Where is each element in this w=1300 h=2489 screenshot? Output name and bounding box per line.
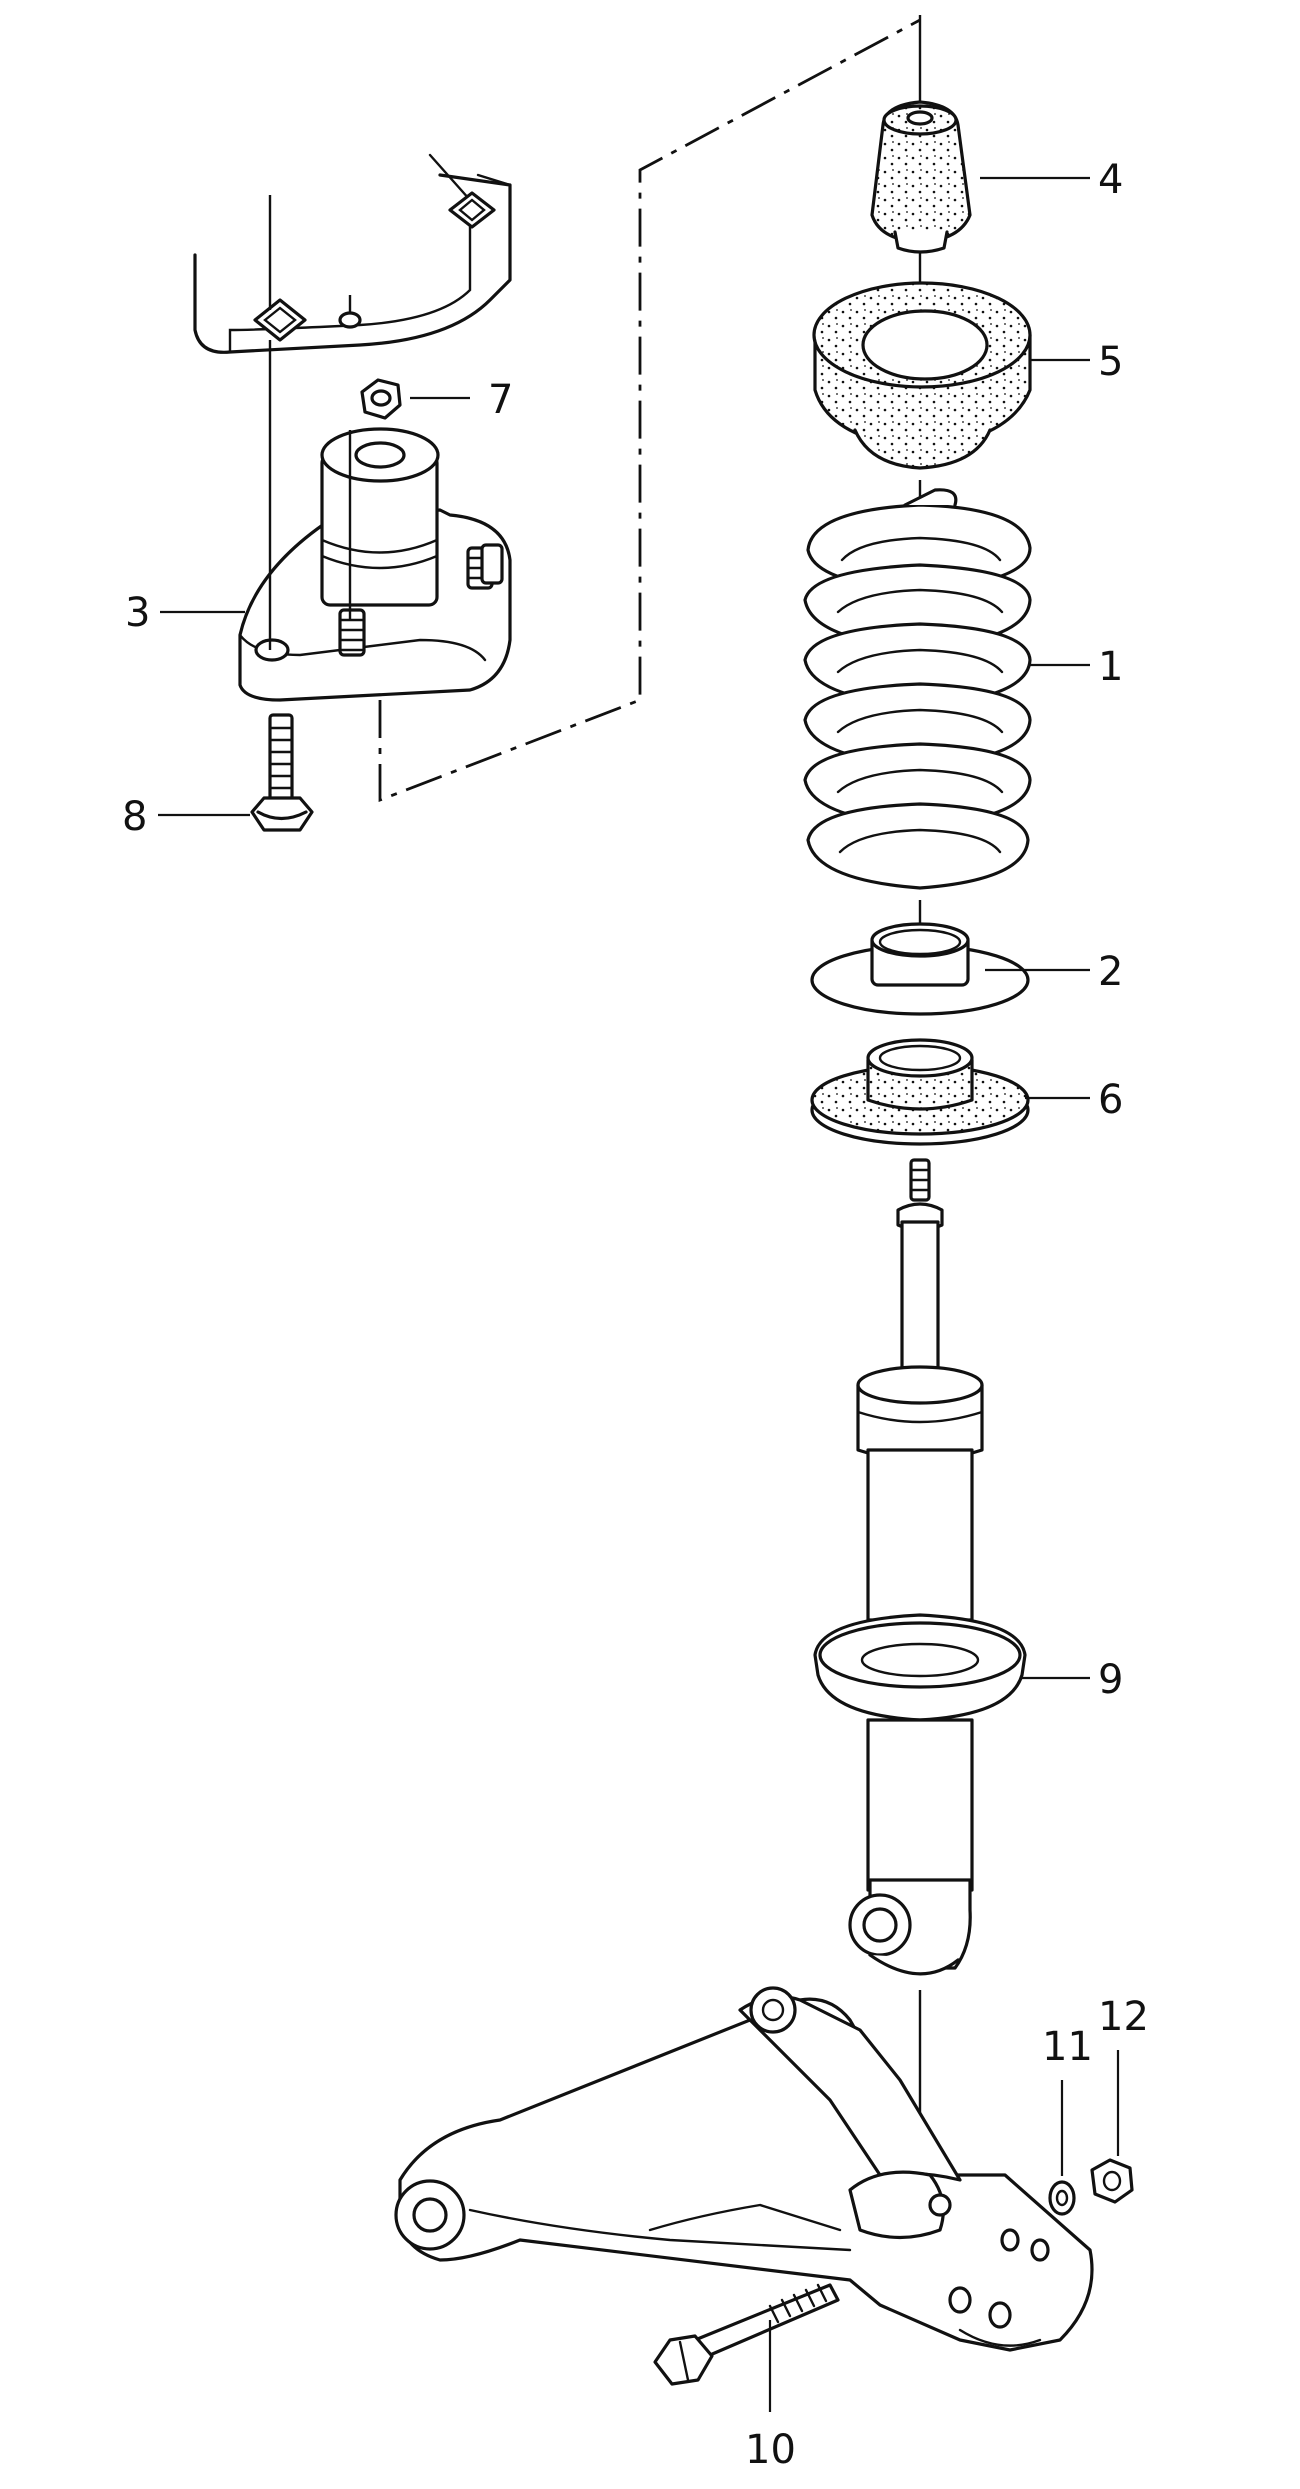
mount-bolt [250, 713, 314, 832]
callout-7: 7 [488, 377, 513, 423]
body-bracket [193, 153, 512, 354]
bump-stop [870, 100, 972, 254]
leader-lines [158, 176, 1120, 2412]
callout-10: 10 [745, 2427, 796, 2473]
lower-bolt [653, 2283, 840, 2386]
shock-absorber [813, 1158, 1027, 1976]
callout-8: 8 [122, 794, 147, 840]
callout-4: 4 [1098, 157, 1123, 203]
assembly-path-line [378, 18, 921, 803]
callout-12: 12 [1098, 1994, 1149, 2040]
lower-spring-pad [810, 1038, 1030, 1146]
washer [1048, 2180, 1076, 2216]
callout-11: 11 [1042, 2024, 1093, 2070]
callout-3: 3 [125, 590, 150, 636]
spring-seat-ring [810, 922, 1030, 1016]
callout-2: 2 [1098, 949, 1123, 995]
callout-5: 5 [1098, 339, 1123, 385]
callout-6: 6 [1098, 1077, 1123, 1123]
callout-labels: 1 2 3 4 5 6 7 8 9 10 11 12 [122, 157, 1149, 2473]
mount-nut [360, 378, 402, 420]
coil-spring [803, 488, 1032, 890]
strut-mount [238, 340, 512, 702]
callout-9: 9 [1098, 1657, 1123, 1703]
lower-nut [1090, 2158, 1134, 2204]
upper-spring-pad [812, 281, 1032, 470]
callout-1: 1 [1098, 644, 1123, 690]
lower-control-arm [394, 1986, 1094, 2352]
